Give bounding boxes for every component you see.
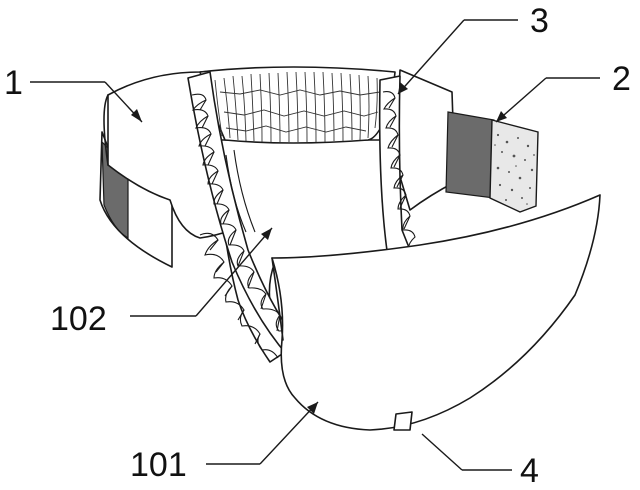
label-102: 102 [50,300,107,338]
front-waist-panel [271,194,601,431]
label-1: 1 [4,64,23,102]
front-tape-target-tab [393,411,413,431]
back-waistband [199,66,396,144]
label-2: 2 [612,60,631,98]
leader-lines [30,19,600,471]
label-101: 101 [130,446,187,484]
hook-speckles [494,133,535,205]
label-3: 3 [530,2,549,40]
right-side-tape [445,111,539,213]
right-tape-dark-strip [445,111,495,199]
hook-patch [489,119,539,213]
lower-cuff-ruffles [199,232,279,359]
label-4: 4 [520,452,539,490]
